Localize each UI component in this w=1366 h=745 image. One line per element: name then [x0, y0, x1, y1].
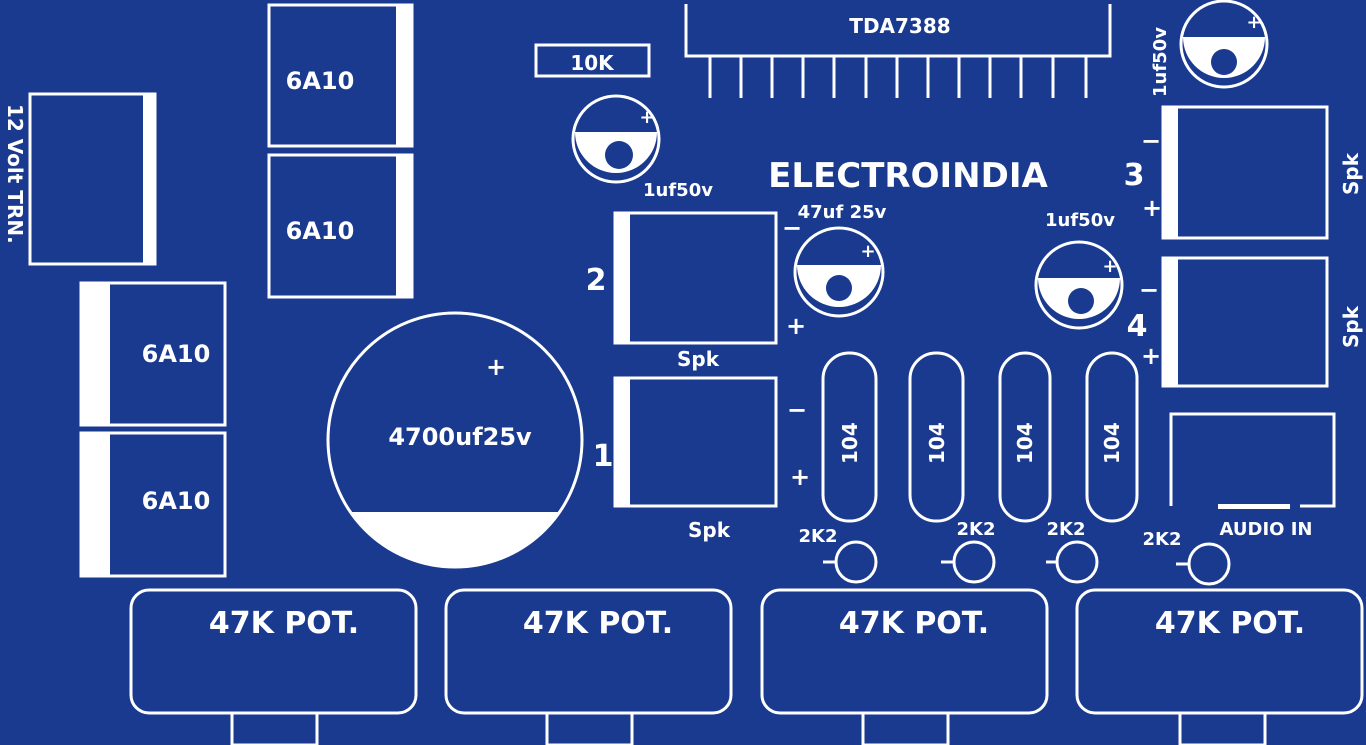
audio-in-label: AUDIO IN — [1220, 519, 1313, 540]
brand-logo-text: ELECTROINDIA — [768, 156, 1048, 196]
ic-label: TDA7388 — [849, 14, 950, 38]
potentiometer-1: 47K POT. — [129, 588, 418, 745]
ceramic-cap-4: 104 — [1085, 351, 1139, 523]
ceramic-cap-1-label: 104 — [838, 422, 862, 464]
transformer-label: 12 Volt TRN. — [3, 104, 27, 244]
capacitor-small-1-label: 1uf50v — [643, 180, 713, 201]
resistor-2k2-4: 2K2 — [1143, 529, 1231, 586]
capacitor-small-4: + 47uf 25v — [793, 202, 887, 318]
speaker-terminal-1-number: 1 — [593, 439, 614, 474]
diode-1: 6A10 — [267, 3, 414, 148]
resistor-10k-label: 10K — [570, 51, 615, 75]
diode-2: 6A10 — [267, 153, 414, 299]
ceramic-cap-2-label: 104 — [925, 422, 949, 464]
capacitor-4700uf: + 4700uf25v — [326, 311, 584, 569]
capacitor-4700uf-plus: + — [486, 353, 506, 381]
capacitor-small-1: + 1uf50v — [571, 94, 713, 201]
speaker-terminal-3-number: 3 — [1124, 158, 1145, 193]
capacitor-small-4-label: 47uf 25v — [798, 202, 887, 223]
speaker-terminal-4-plus: + — [1141, 342, 1161, 370]
ic-tda7388: TDA7388 — [684, 4, 1112, 98]
speaker-terminal-4-number: 4 — [1127, 309, 1148, 344]
potentiometer-2: 47K POT. — [444, 588, 733, 745]
transformer-12v: 12 Volt TRN. — [3, 92, 157, 266]
resistor-2k2-3-label: 2K2 — [1047, 519, 1086, 540]
diode-3-label: 6A10 — [142, 340, 211, 368]
speaker-terminal-1-minus: − — [787, 396, 807, 424]
diode-4: 6A10 — [79, 431, 227, 578]
speaker-terminal-2: 2 − + Spk — [586, 211, 806, 371]
ceramic-cap-4-label: 104 — [1100, 422, 1124, 464]
capacitor-small-4-plus: + — [860, 241, 875, 262]
speaker-terminal-1-plus: + — [790, 463, 810, 491]
ceramic-cap-2: 104 — [908, 351, 965, 523]
capacitor-small-2-label: 1uf50v — [1150, 27, 1171, 97]
capacitor-small-3-plus: + — [1102, 256, 1117, 277]
resistor-2k2-2-label: 2K2 — [957, 519, 996, 540]
speaker-terminal-4: 4 − + Spk — [1127, 256, 1363, 388]
capacitor-small-1-plus: + — [639, 107, 654, 128]
speaker-terminal-4-minus: − — [1139, 276, 1159, 304]
speaker-terminal-1-label: Spk — [688, 518, 731, 542]
diode-3: 6A10 — [79, 281, 227, 427]
resistor-2k2-1: 2K2 — [799, 526, 878, 584]
potentiometer-4-label: 47K POT. — [1155, 606, 1305, 641]
speaker-terminal-3-plus: + — [1142, 194, 1162, 222]
capacitor-small-2-plus: + — [1246, 12, 1261, 33]
ceramic-cap-3: 104 — [998, 351, 1052, 523]
resistor-10k: 10K — [534, 43, 651, 78]
speaker-terminal-2-label: Spk — [677, 347, 720, 371]
capacitor-4700uf-label: 4700uf25v — [388, 423, 532, 451]
resistor-2k2-4-label: 2K2 — [1143, 529, 1182, 550]
potentiometer-4: 47K POT. — [1075, 588, 1364, 745]
resistor-2k2-3: 2K2 — [1046, 519, 1099, 584]
potentiometer-3-label: 47K POT. — [839, 606, 989, 641]
potentiometer-1-label: 47K POT. — [209, 606, 359, 641]
diode-1-label: 6A10 — [286, 67, 355, 95]
ic-pins — [708, 56, 1088, 98]
speaker-terminal-4-label: Spk — [1339, 305, 1363, 348]
speaker-terminal-2-minus: − — [782, 214, 802, 242]
capacitor-small-3-label: 1uf50v — [1045, 210, 1115, 231]
speaker-terminal-1: 1 − + Spk — [593, 376, 810, 542]
speaker-terminal-2-number: 2 — [586, 263, 607, 298]
diode-2-label: 6A10 — [286, 217, 355, 245]
ceramic-cap-1: 104 — [821, 351, 878, 523]
resistor-2k2-1-label: 2K2 — [799, 526, 838, 547]
speaker-terminal-3: 3 − + Spk — [1124, 105, 1363, 240]
capacitor-small-3: + 1uf50v — [1034, 210, 1124, 330]
potentiometer-2-label: 47K POT. — [523, 606, 673, 641]
speaker-terminal-3-label: Spk — [1339, 152, 1363, 195]
audio-in-connector: AUDIO IN — [1169, 412, 1336, 540]
speaker-terminal-3-minus: − — [1141, 127, 1161, 155]
resistor-2k2-2: 2K2 — [941, 519, 996, 584]
diode-4-label: 6A10 — [142, 487, 211, 515]
speaker-terminal-2-plus: + — [786, 312, 806, 340]
ceramic-cap-3-label: 104 — [1013, 422, 1037, 464]
potentiometer-3: 47K POT. — [760, 588, 1049, 745]
capacitor-small-2: + 1uf50v — [1150, 0, 1269, 97]
